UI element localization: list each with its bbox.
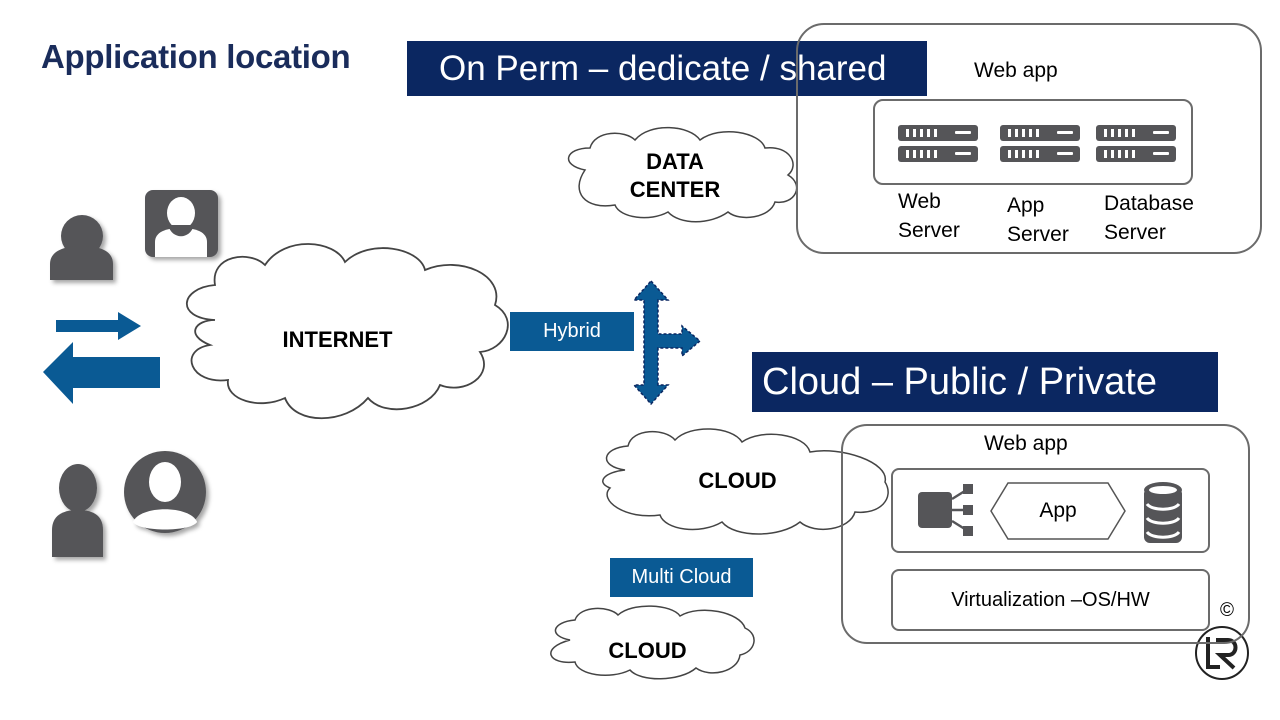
on-prem-web-app-heading: Web app (974, 59, 1058, 82)
page-title: Application location (41, 38, 351, 75)
network-node-icon (918, 484, 973, 536)
app-server-label-line2: Server (1007, 223, 1069, 246)
user-circle-avatar-icon (124, 451, 206, 533)
cloud-web-app-heading: Web app (984, 432, 1068, 455)
cloud-label: CLOUD (698, 468, 777, 493)
virtualization-box: Virtualization –OS/HW (891, 569, 1210, 631)
internet-cloud-icon (186, 243, 509, 419)
three-way-arrow-icon (632, 279, 702, 406)
data-center-label-line1: DATA (646, 149, 704, 174)
cloud-icon (602, 428, 889, 535)
internet-label: INTERNET (282, 327, 393, 352)
web-server-label-line2: Server (898, 219, 960, 242)
database-server-label-line1: Database (1104, 192, 1194, 215)
app-stack-box (891, 468, 1210, 553)
server-group-box (873, 99, 1193, 185)
hybrid-tag: Hybrid (510, 312, 634, 351)
server-vents (906, 129, 1169, 158)
multi-cloud-tag: Multi Cloud (610, 558, 753, 597)
database-icon (1144, 482, 1182, 543)
data-center-label-line2: CENTER (629, 177, 721, 202)
cloud-web-app-box (841, 424, 1250, 644)
database-server-label: Database Server (1104, 189, 1194, 247)
cloud-banner: Cloud – Public / Private (752, 352, 1218, 412)
user-silhouette-icon-2 (52, 464, 103, 557)
app-server-label-line1: App (1007, 194, 1045, 217)
app-server-label: App Server (1007, 191, 1069, 249)
copyright-symbol: © (1220, 600, 1234, 621)
cloud-icon-2 (550, 605, 755, 680)
web-server-label-line1: Web (898, 190, 941, 213)
database-server-label-line2: Server (1104, 221, 1166, 244)
right-arrow-icon (56, 312, 141, 340)
on-prem-web-app-box (796, 23, 1262, 254)
user-silhouette-icon (50, 215, 113, 280)
on-prem-banner: On Perm – dedicate / shared (407, 41, 927, 96)
server-rack-icon (898, 125, 1176, 162)
left-arrow-icon (43, 342, 160, 404)
app-hexagon-shape (990, 482, 1126, 540)
data-center-cloud-icon (567, 126, 798, 223)
app-label: App (1039, 499, 1077, 522)
cloud-label-2: CLOUD (608, 638, 687, 663)
user-avatar-icon (145, 190, 218, 257)
data-center-label: DATA CENTER (620, 148, 730, 204)
web-server-label: Web Server (898, 187, 960, 245)
